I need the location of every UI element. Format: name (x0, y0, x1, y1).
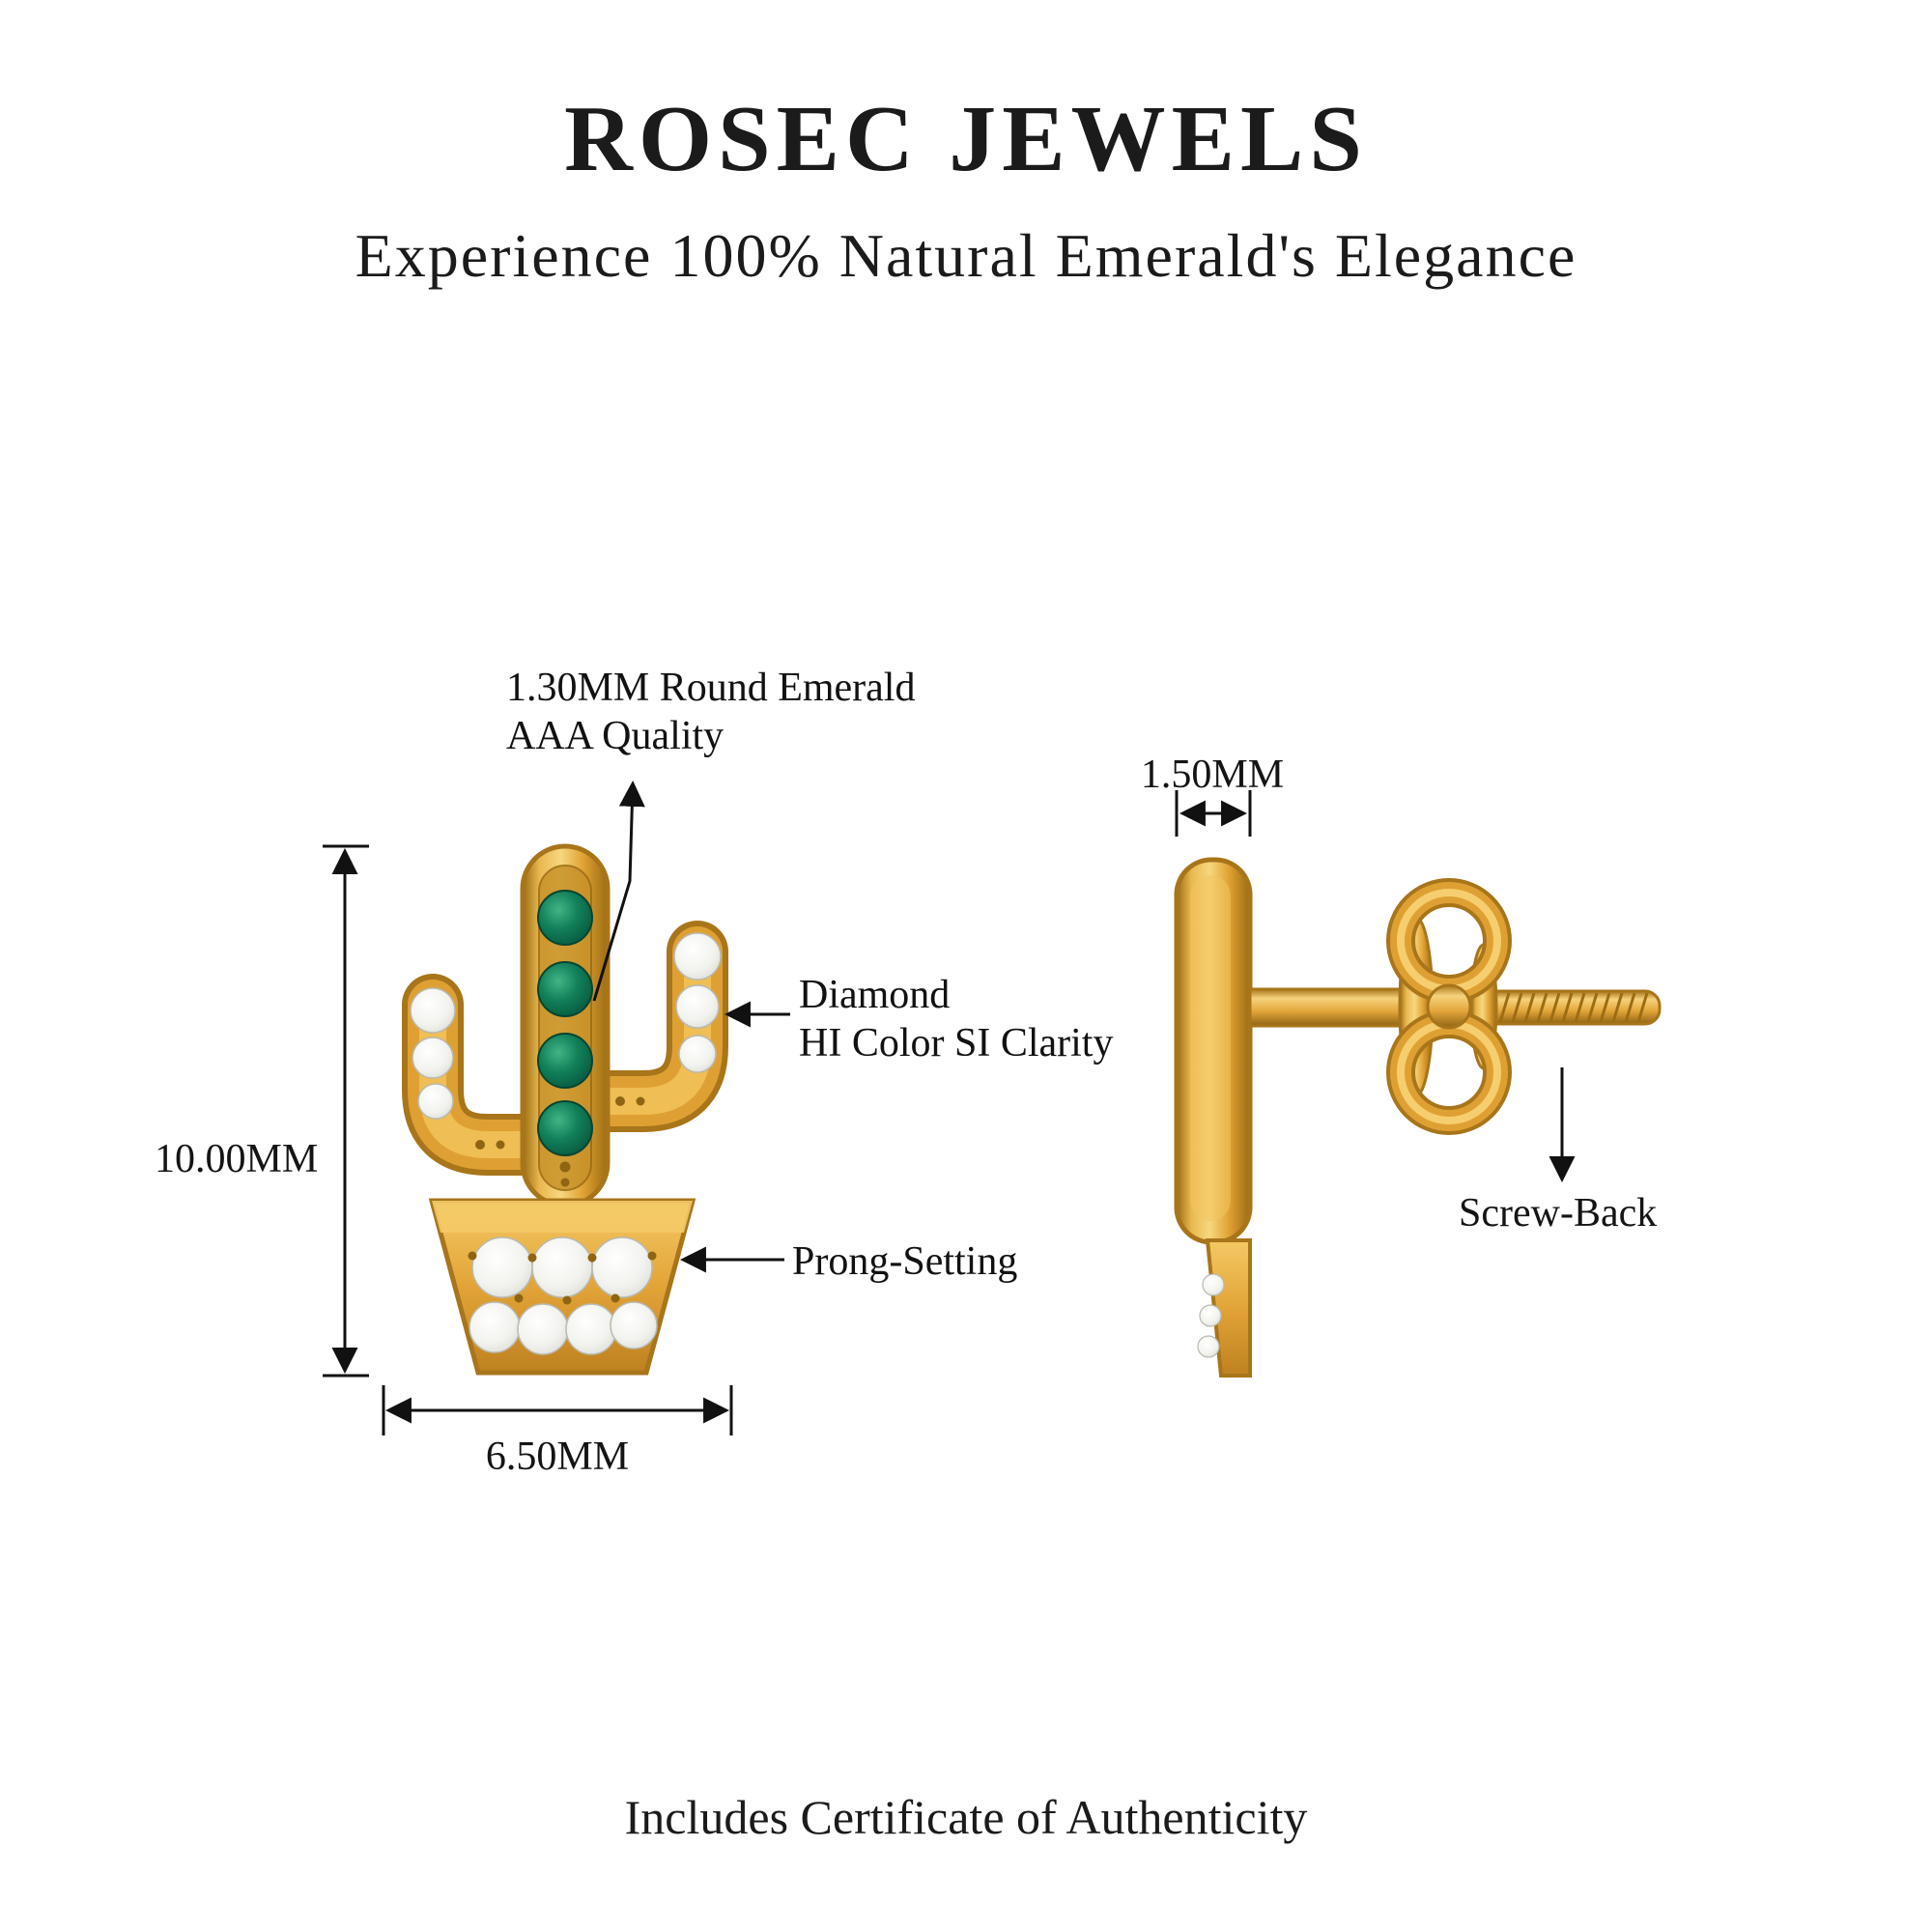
front-view (402, 843, 728, 1376)
ear-post (1248, 987, 1410, 1028)
certificate-note: Includes Certificate of Authenticity (624, 1790, 1308, 1844)
thickness-dimension (1175, 790, 1252, 837)
diamond-stone (469, 1301, 521, 1353)
prong-dots (468, 1251, 657, 1305)
height-dimension (323, 844, 369, 1378)
prong-setting-label: Prong-Setting (792, 1239, 1018, 1284)
emerald-stone (537, 890, 593, 946)
emerald-callout-line2: AAA Quality (506, 713, 724, 758)
diamond-stone (1199, 1304, 1222, 1327)
diamond-stone (410, 987, 456, 1034)
emerald-callout-line1: 1.30MM Round Emerald (506, 666, 916, 710)
emerald-callout: 1.30MM Round Emerald AAA Quality (506, 665, 915, 760)
diamond-stone (517, 1303, 569, 1355)
height-dimension-label: 10.00MM (155, 1137, 319, 1181)
brand-tagline: Experience 100% Natural Emerald's Elegan… (355, 221, 1577, 290)
emerald-stone (537, 1100, 593, 1156)
screw-back-label: Screw-Back (1459, 1191, 1658, 1236)
width-dimension (382, 1385, 733, 1435)
diamond-stone (673, 932, 722, 980)
diamond-stone (1197, 1335, 1220, 1358)
diamond-callout: Diamond HI Color SI Clarity (799, 972, 1113, 1067)
width-dimension-label: 6.50MM (485, 1435, 630, 1479)
cactus-body (520, 843, 611, 1208)
diamond-callout-line2: HI Color SI Clarity (799, 1020, 1114, 1065)
diamond-stone (591, 1236, 653, 1298)
diamond-stone (678, 1035, 717, 1073)
diamond-stone (610, 1301, 658, 1350)
screw-threads (1466, 989, 1662, 1026)
cactus-right-arm (558, 921, 728, 1132)
brand-title: ROSEC JEWELS (564, 87, 1368, 191)
butterfly-hub (1426, 983, 1472, 1030)
diamond-stone (471, 1236, 533, 1298)
emerald-callout-arrow (592, 780, 645, 1002)
cactus-left-arm (402, 974, 572, 1176)
diamond-stone (417, 1083, 454, 1120)
emerald-stone (537, 961, 593, 1017)
diamond-stone (412, 1037, 454, 1079)
diamond-stone (565, 1303, 617, 1355)
emerald-stone (537, 1033, 593, 1089)
diamond-callout-line1: Diamond (799, 973, 951, 1017)
cactus-pot (428, 1198, 696, 1376)
diamond-stone (675, 984, 720, 1029)
diamond-stone (1202, 1273, 1225, 1296)
butterfly-screw-back (1386, 878, 1512, 1135)
side-view (1174, 857, 1662, 1378)
thickness-dimension-label: 1.50MM (1140, 753, 1285, 797)
diamond-stone (531, 1236, 593, 1298)
